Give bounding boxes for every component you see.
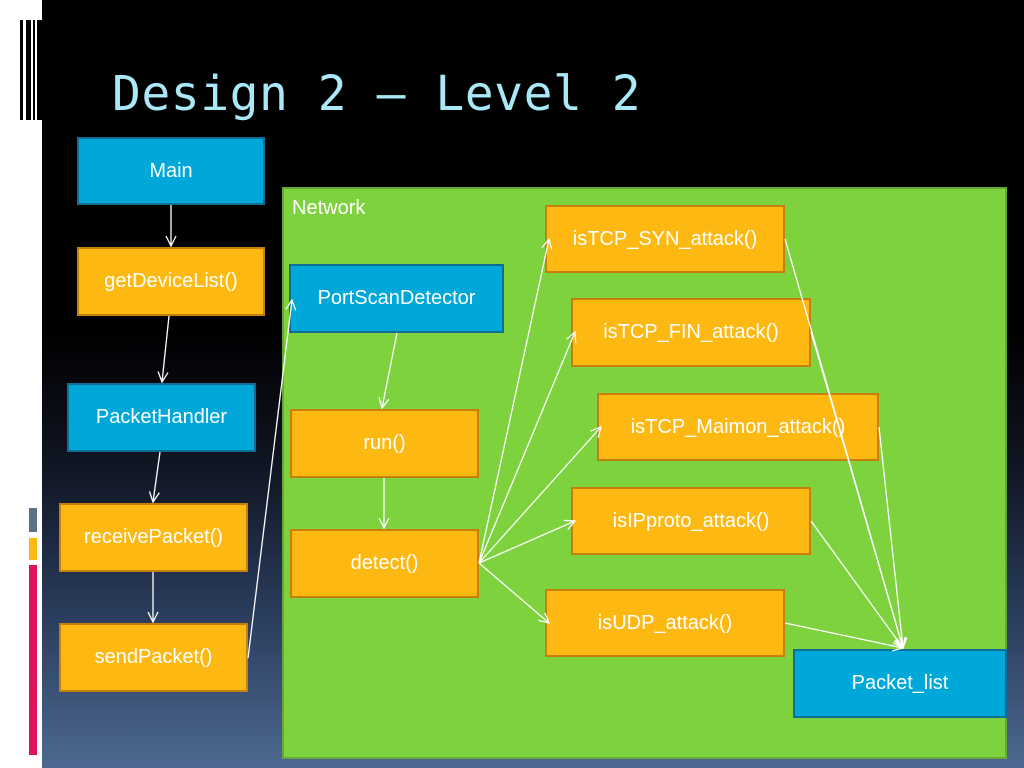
arrow-is-udp-attack-to-packet-list bbox=[784, 622, 903, 648]
arrow-is-ip-proto-attack-to-packet-list bbox=[810, 520, 903, 648]
detect-box: detect() bbox=[290, 529, 479, 598]
decor-bar bbox=[26, 20, 31, 120]
is-tcp-fin-attack-box: isTCP_FIN_attack() bbox=[571, 298, 811, 367]
decor-bar bbox=[37, 20, 42, 120]
slide-title: Design 2 – Level 2 bbox=[112, 66, 642, 122]
accent-bar-gray bbox=[29, 508, 37, 532]
is-ip-proto-attack-box: isIPproto_attack() bbox=[571, 487, 811, 555]
is-udp-attack-box: isUDP_attack() bbox=[545, 589, 785, 657]
packet-handler-box: PacketHandler bbox=[67, 383, 256, 452]
receive-packet-box: receivePacket() bbox=[59, 503, 248, 572]
arrow-send-packet-to-port-scan-detector bbox=[247, 300, 292, 659]
arrow-detect-to-is-tcp-fin-attack bbox=[478, 332, 575, 564]
get-device-list-box: getDeviceList() bbox=[77, 247, 265, 316]
accent-bar-magenta bbox=[29, 565, 37, 755]
accent-bar-orange bbox=[29, 538, 37, 560]
network-group-label: Network bbox=[292, 197, 366, 219]
arrow-get-device-list-to-packet-handler bbox=[162, 315, 170, 382]
arrow-detect-to-is-tcp-maimon-attack bbox=[478, 427, 601, 564]
arrow-detect-to-is-tcp-syn-attack bbox=[478, 239, 549, 564]
arrow-packet-handler-to-receive-packet bbox=[153, 451, 161, 502]
main-box: Main bbox=[77, 137, 265, 205]
send-packet-box: sendPacket() bbox=[59, 623, 248, 692]
is-tcp-syn-attack-box: isTCP_SYN_attack() bbox=[545, 205, 785, 273]
run-box: run() bbox=[290, 409, 479, 478]
decor-bar bbox=[33, 20, 35, 120]
arrow-detect-to-is-ip-proto-attack bbox=[478, 521, 575, 564]
arrow-detect-to-is-udp-attack bbox=[478, 562, 549, 623]
port-scan-detector-box: PortScanDetector bbox=[289, 264, 504, 333]
decor-bar bbox=[20, 20, 23, 120]
arrow-is-tcp-maimon-attack-to-packet-list bbox=[878, 426, 903, 648]
arrow-port-scan-detector-to-run bbox=[382, 332, 398, 408]
arrow-is-tcp-fin-attack-to-packet-list bbox=[810, 331, 903, 648]
